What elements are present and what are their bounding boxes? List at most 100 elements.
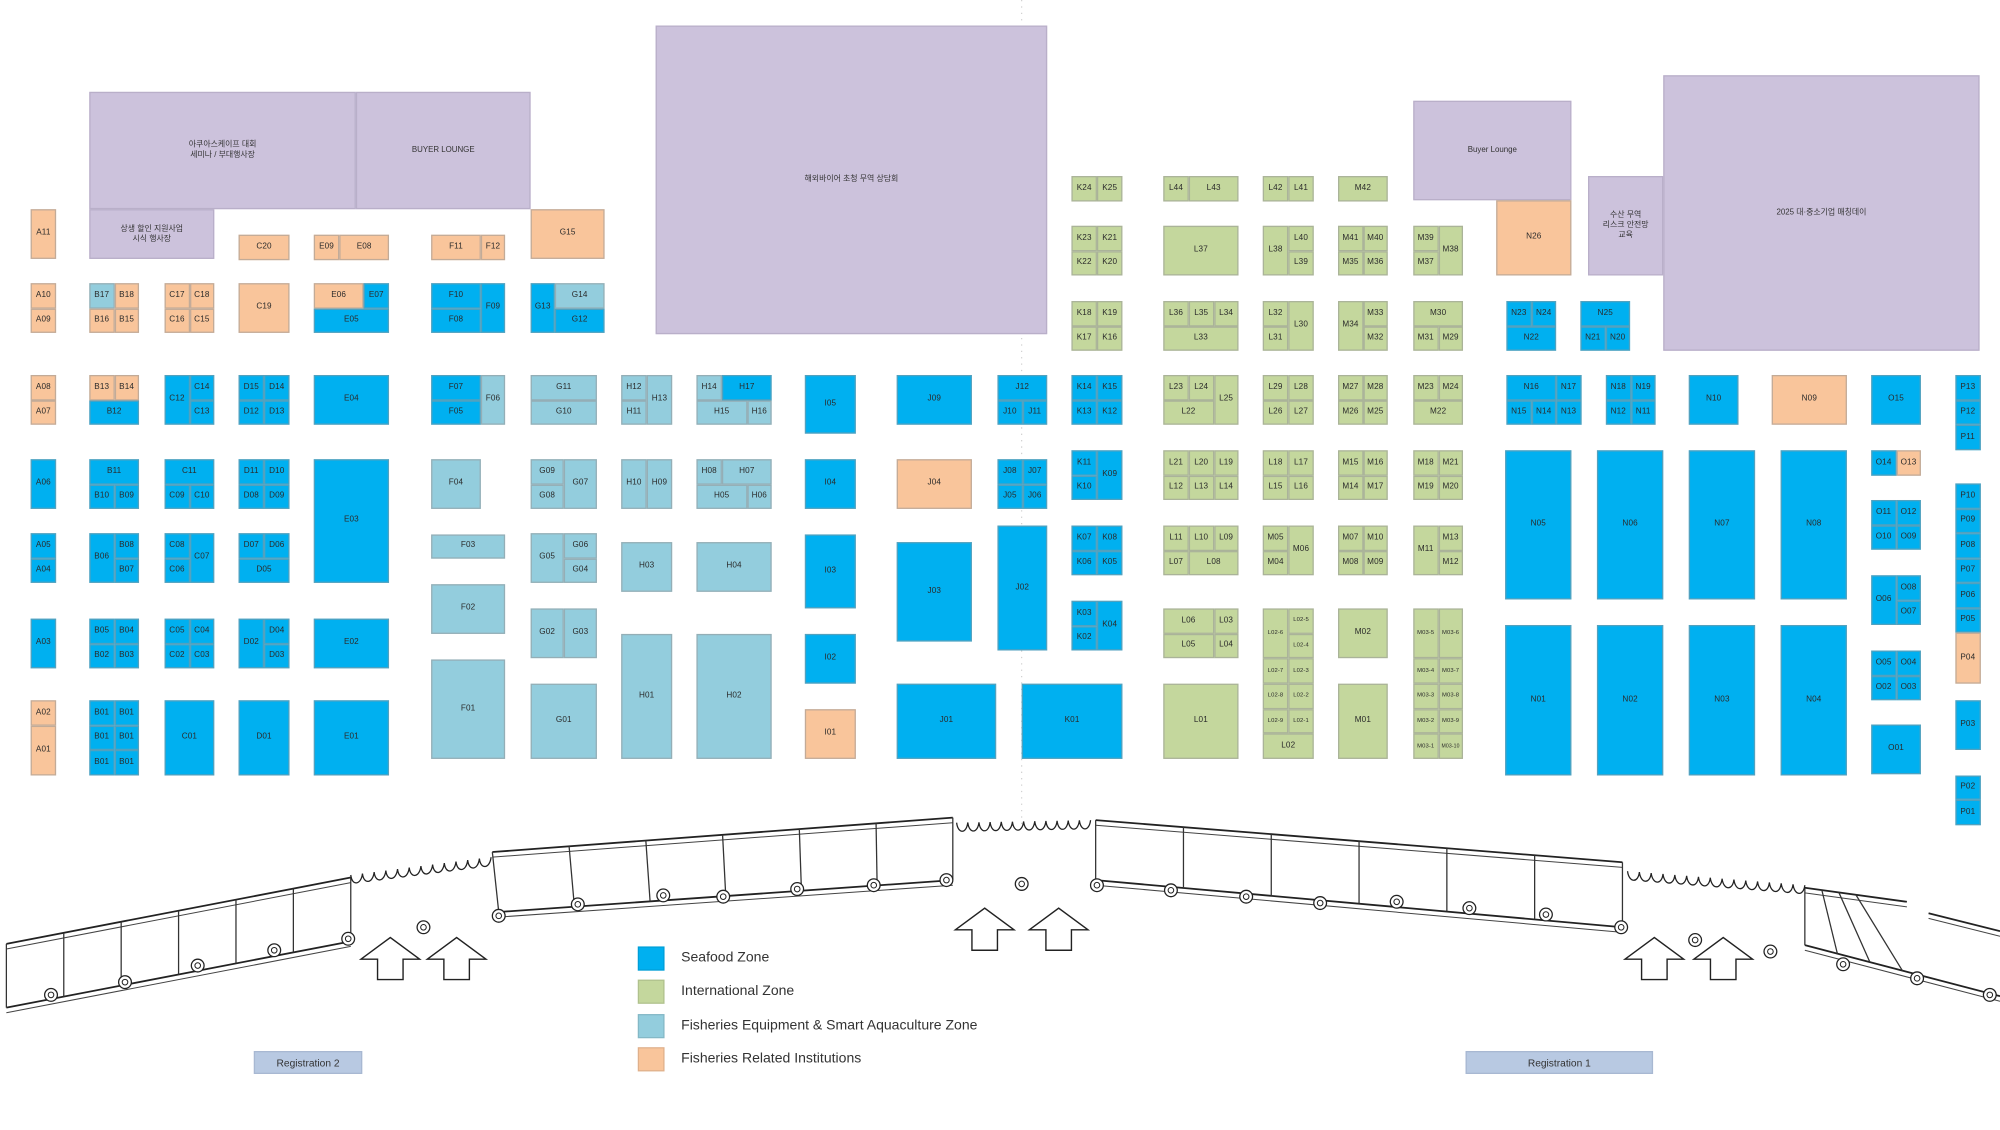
booth: A07 (30, 399, 57, 425)
column-ring-icon (1982, 987, 1997, 1002)
booth: L44 (1163, 176, 1189, 201)
booth: K06 (1071, 550, 1097, 576)
legend-swatch (637, 1046, 665, 1071)
booth: K14 (1071, 374, 1097, 400)
booth: I01 (804, 709, 856, 759)
booth: M36 (1362, 250, 1388, 276)
booth: G08 (530, 484, 564, 509)
booth: B07 (114, 558, 140, 583)
building-wall (1928, 917, 2000, 937)
booth: P07 (1955, 558, 1981, 583)
column-ring-icon (47, 991, 55, 999)
booth: B01 (89, 725, 115, 750)
booth: N03 (1688, 624, 1756, 775)
booth: M03-4 (1413, 658, 1439, 684)
booth: F07 (431, 374, 481, 400)
booth: I03 (804, 534, 856, 609)
column-ring-icon (491, 908, 506, 923)
booth: O10 (1871, 524, 1897, 550)
booth: M15 (1338, 450, 1363, 476)
legend-item-seafood: Seafood Zone (637, 945, 769, 971)
booth: C14 (189, 374, 215, 400)
booth: K18 (1071, 301, 1097, 326)
booth: L04 (1213, 633, 1239, 659)
booth: A03 (30, 618, 57, 669)
hall-label-line: 시식 행사장 (132, 234, 172, 243)
booth: F04 (431, 459, 481, 509)
booth: F09 (480, 283, 506, 333)
booth: P01 (1955, 799, 1981, 825)
booth: K17 (1071, 325, 1097, 351)
booth: N09 (1771, 374, 1847, 425)
booth: D06 (264, 533, 290, 559)
booth: G04 (563, 558, 597, 583)
booth: F02 (431, 584, 506, 634)
booth: L02-4 (1288, 633, 1314, 659)
booth: J07 (1022, 459, 1048, 485)
column-ring-icon (570, 897, 585, 912)
column-ring-icon (344, 935, 352, 943)
booth: H10 (621, 459, 647, 509)
booth: E02 (313, 618, 390, 669)
booth: L14 (1213, 475, 1239, 500)
booth: N24 (1531, 301, 1557, 326)
booth: L27 (1288, 399, 1314, 425)
booth: F06 (480, 374, 506, 425)
booth: L08 (1188, 550, 1239, 576)
booth: N25 (1580, 301, 1631, 326)
booth: B02 (89, 643, 115, 669)
booth: O02 (1871, 675, 1897, 701)
booth: P11 (1955, 424, 1981, 450)
interior-wall (1838, 892, 1871, 963)
booth: C09 (164, 484, 190, 509)
booth: H15 (696, 399, 747, 425)
booth: M03-2 (1413, 708, 1439, 734)
booth: L11 (1163, 525, 1189, 551)
column-ring-icon (270, 946, 278, 954)
booth: N21 (1580, 325, 1606, 351)
booth: M05 (1262, 525, 1289, 551)
booth: K12 (1096, 399, 1123, 425)
booth: B17 (89, 283, 115, 309)
booth: H01 (621, 633, 673, 759)
booth: L07 (1163, 550, 1189, 576)
column-ring-icon (1910, 971, 1925, 986)
booth: B01 (114, 700, 140, 726)
booth: K15 (1096, 374, 1123, 400)
booth: D05 (238, 558, 290, 583)
column-ring-icon (117, 975, 133, 990)
booth: K23 (1071, 225, 1097, 251)
booth: B08 (114, 533, 140, 559)
booth: N07 (1688, 450, 1756, 600)
booth: O03 (1896, 675, 1921, 701)
column-ring-icon (1688, 933, 1703, 948)
booth: L19 (1213, 450, 1239, 476)
booth: L02-5 (1288, 608, 1314, 634)
booth: E06 (313, 283, 364, 309)
booth: F12 (480, 234, 506, 260)
booth: M12 (1438, 550, 1464, 576)
booth: H05 (696, 484, 747, 509)
column-ring-icon (1617, 923, 1625, 931)
hall-label-line: 수산 무역 (1610, 210, 1642, 220)
booth: K01 (1021, 683, 1123, 759)
booth: C01 (164, 700, 215, 775)
booth: L02-3 (1288, 658, 1314, 684)
booth: P08 (1955, 533, 1981, 559)
booth: N02 (1596, 624, 1664, 775)
booth: L43 (1188, 176, 1239, 201)
entrance-arrow-icon (425, 936, 489, 981)
special-hall: 해외바이어 초청 무역 상담회 (655, 25, 1048, 335)
column-ring-icon (716, 889, 731, 904)
booth: L15 (1262, 475, 1289, 500)
column-ring-icon (943, 876, 950, 884)
booth: E09 (313, 234, 340, 260)
booth: M42 (1338, 176, 1388, 201)
booth: K07 (1071, 525, 1097, 551)
wavy-wall (350, 857, 492, 884)
booth: H17 (721, 374, 772, 400)
booth: G07 (563, 459, 597, 509)
booth: N05 (1505, 450, 1572, 600)
